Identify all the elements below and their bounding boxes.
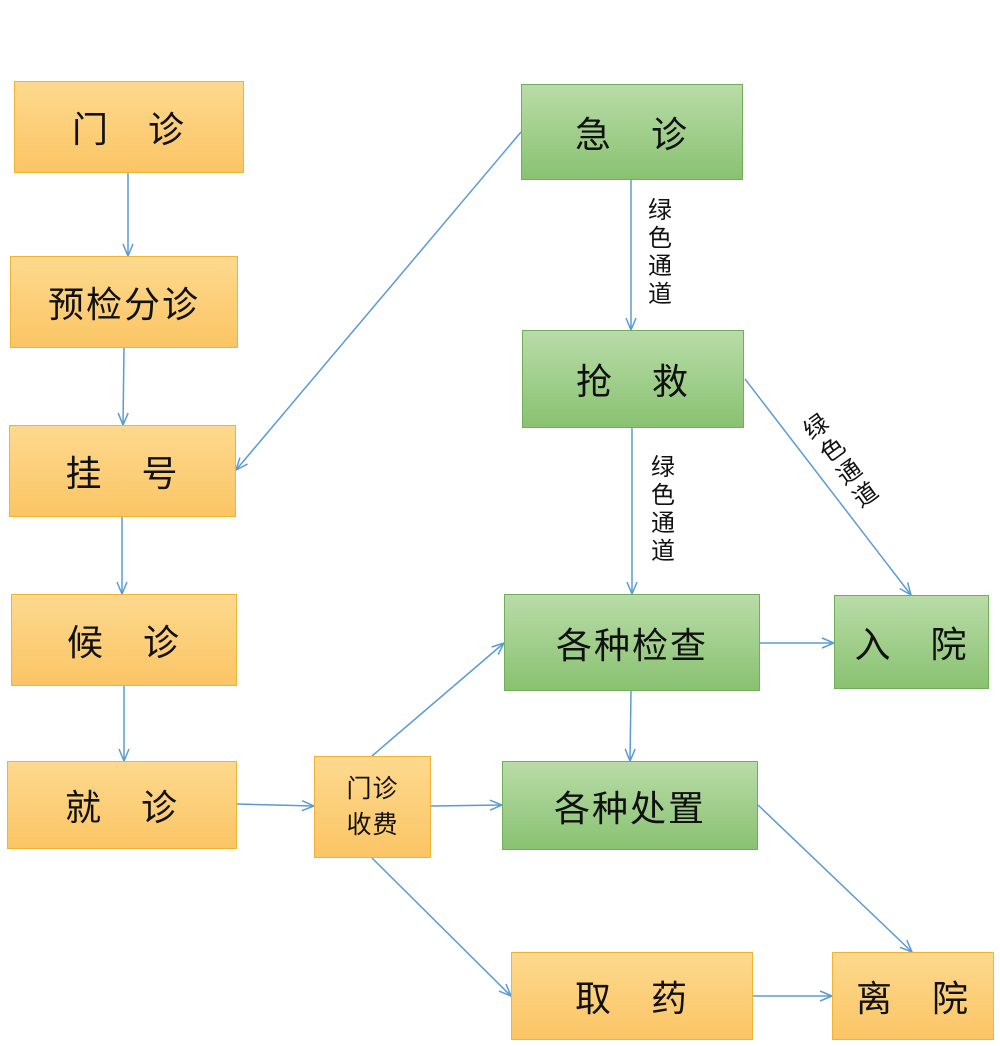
node-consultation: 就 诊 (7, 761, 237, 849)
arrow-emergency-to-registration (236, 131, 522, 470)
label-green-channel-emergency-rescue: 绿色通道 (648, 196, 672, 308)
node-examinations: 各种检查 (504, 594, 760, 691)
node-discharge: 离 院 (832, 952, 994, 1040)
arrow-examinations-to-treatments (630, 690, 631, 761)
node-registration: 挂 号 (9, 425, 236, 517)
label-green-channel-rescue-examinations: 绿色通道 (651, 453, 675, 565)
node-rescue: 抢 救 (522, 330, 744, 428)
node-emergency: 急 诊 (521, 84, 743, 180)
node-waiting: 候 诊 (11, 594, 237, 686)
node-pre-triage: 预检分诊 (10, 256, 238, 348)
node-admission: 入 院 (834, 595, 989, 689)
node-treatments: 各种处置 (502, 761, 758, 850)
arrow-payment-to-treatments (430, 805, 502, 806)
arrow-rescue-to-admission (744, 378, 911, 595)
arrow-pretriage-to-registration (123, 347, 124, 425)
node-pharmacy: 取 药 (511, 952, 753, 1040)
arrow-treatments-to-discharge (757, 804, 912, 952)
arrow-payment-to-examinations (371, 643, 504, 757)
node-outpatient: 门 诊 (14, 81, 244, 173)
arrow-consultation-to-payment (236, 804, 314, 806)
node-outpatient-payment: 门诊 收费 (314, 756, 431, 858)
arrow-payment-to-pharmacy (371, 857, 511, 996)
